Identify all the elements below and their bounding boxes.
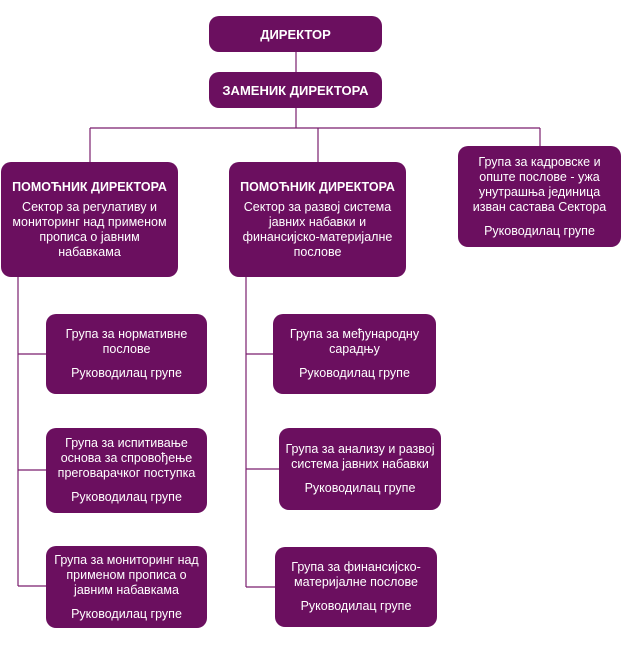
sector1-group-name: Група за испитивање основа за спровођење… bbox=[57, 436, 196, 480]
sector2-group-name: Група за међународну сарадњу bbox=[289, 327, 420, 356]
sector1-group-lead: Руководилац групе bbox=[71, 606, 182, 621]
sector1-group-lead: Руководилац групе bbox=[71, 490, 182, 504]
sector1-group-name: Група за мониторинг над применом прописа… bbox=[54, 552, 199, 597]
sector2-group-lead: Руководилац групе bbox=[299, 366, 410, 380]
sector2-name: Сектор за развој система јавних набавки … bbox=[242, 199, 393, 259]
sector2-group-box: Група за анализу и развој система јавних… bbox=[279, 428, 441, 510]
sector1-group-box: Група за испитивање основа за спровођење… bbox=[46, 428, 207, 513]
sector1-group-name: Група за нормативне послове bbox=[65, 327, 188, 356]
sector2-group-lead: Руководилац групе bbox=[300, 599, 412, 613]
sector2-group-name: Група за анализу и развој система јавних… bbox=[285, 442, 435, 471]
sector2-group-box: Група за финансијско-материјалне послове… bbox=[275, 547, 437, 627]
director-box: ДИРЕКТОР bbox=[209, 16, 382, 52]
sector2-title: ПОМОЋНИК ДИРЕКТОРА bbox=[240, 179, 395, 194]
deputy-director-label: ЗАМЕНИК ДИРЕКТОРА bbox=[222, 82, 369, 98]
deputy-director-box: ЗАМЕНИК ДИРЕКТОРА bbox=[209, 72, 382, 108]
sector1-box: ПОМОЋНИК ДИРЕКТОРА Сектор за регулативу … bbox=[1, 162, 178, 277]
sector2-group-name: Група за финансијско-материјалне послове bbox=[291, 560, 421, 589]
hr-group-lead: Руководилац групе bbox=[484, 223, 595, 238]
sector1-group-box: Група за мониторинг над применом прописа… bbox=[46, 546, 207, 628]
sector1-group-box: Група за нормативне послове Руководилац … bbox=[46, 314, 207, 394]
sector1-group-lead: Руководилац групе bbox=[71, 366, 182, 380]
sector2-group-box: Група за међународну сарадњу Руководилац… bbox=[273, 314, 436, 394]
hr-group-box: Група за кадровске и опште послове - ужа… bbox=[458, 146, 621, 247]
sector1-title: ПОМОЋНИК ДИРЕКТОРА bbox=[12, 179, 167, 194]
sector1-name: Сектор за регулативу и мониторинг над пр… bbox=[12, 199, 167, 259]
sector2-box: ПОМОЋНИК ДИРЕКТОРА Сектор за развој сист… bbox=[229, 162, 406, 277]
director-label: ДИРЕКТОР bbox=[260, 26, 331, 42]
sector2-group-lead: Руководилац групе bbox=[304, 481, 416, 495]
hr-group-name: Група за кадровске и опште послове - ужа… bbox=[472, 154, 607, 214]
